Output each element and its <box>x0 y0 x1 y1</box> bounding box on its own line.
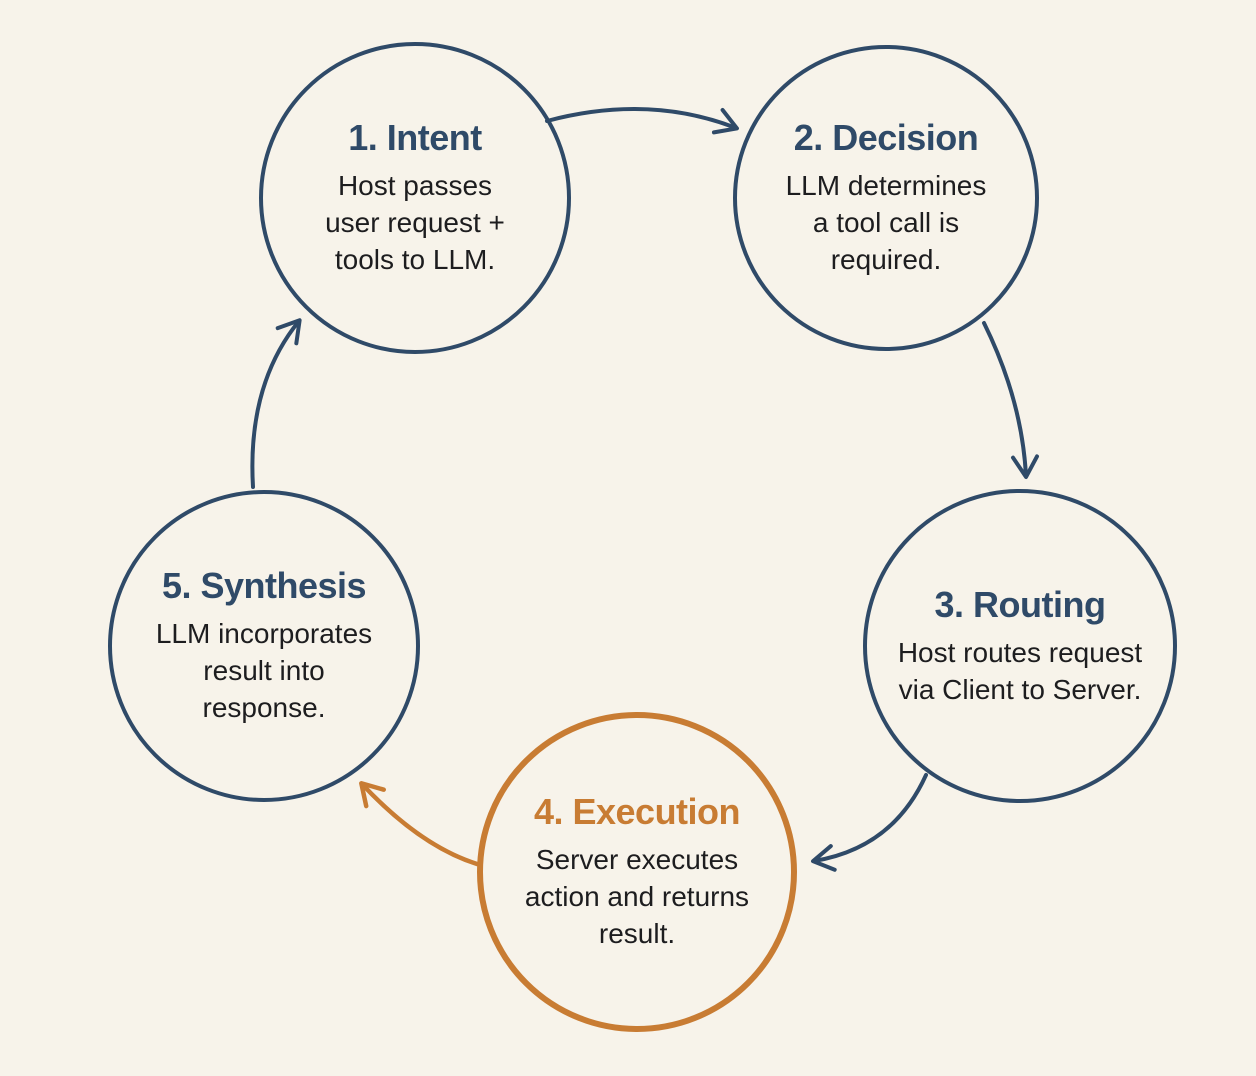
node-synthesis: 5. Synthesis LLM incorporates result int… <box>108 490 420 802</box>
node-decision-title: 2. Decision <box>793 117 979 159</box>
arrow-decision-to-routing <box>982 321 1039 479</box>
node-execution-description: Server executes action and returns resul… <box>524 844 750 949</box>
arrow-synthesis-to-intent <box>250 318 302 489</box>
arrow-routing-to-execution <box>811 773 928 872</box>
node-routing: 3. Routing Host routes request via Clien… <box>863 489 1177 803</box>
arrow-execution-to-synthesis <box>359 781 480 867</box>
node-routing-title: 3. Routing <box>934 583 1106 625</box>
node-decision: 2. Decision LLM determines a tool call i… <box>733 45 1039 351</box>
node-synthesis-description: LLM incorporates result into response. <box>155 618 373 723</box>
node-intent: 1. Intent Host passes user request + too… <box>259 42 571 354</box>
node-intent-description: Host passes user request + tools to LLM. <box>325 170 505 275</box>
node-execution-highlighted: 4. Execution Server executes action and … <box>477 712 797 1032</box>
node-intent-title: 1. Intent <box>348 117 482 159</box>
node-decision-description: LLM determines a tool call is required. <box>785 170 987 275</box>
node-synthesis-title: 5. Synthesis <box>161 565 367 607</box>
node-routing-description: Host routes request via Client to Server… <box>897 636 1143 705</box>
node-execution-title: 4. Execution <box>533 791 741 833</box>
arrow-intent-to-decision <box>545 107 739 135</box>
